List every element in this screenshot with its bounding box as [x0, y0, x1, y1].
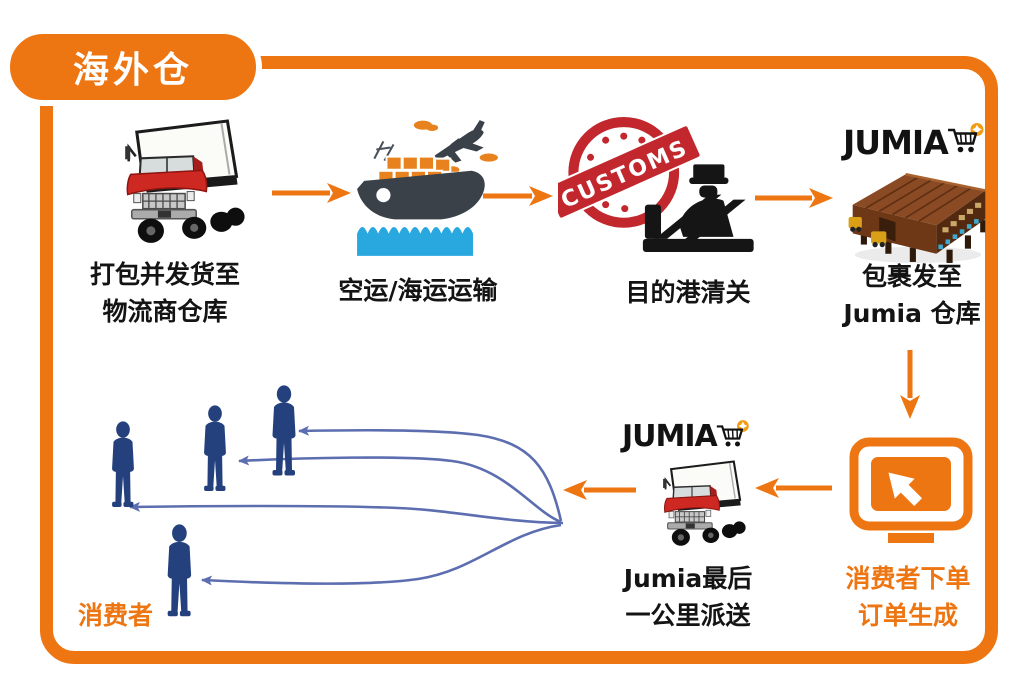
caption-line: 包裹发至: [861, 262, 962, 291]
caption-line: 打包并发货至: [89, 260, 240, 289]
caption-line: 目的港清关: [625, 278, 751, 307]
border-frame: [40, 56, 998, 664]
caption-line: Jumia最后: [623, 564, 753, 593]
page-title: 海外仓: [72, 50, 193, 91]
step-caption-lastmile: Jumia最后 一公里派送: [588, 560, 788, 634]
consumers-label: 消费者: [78, 601, 154, 630]
step-caption-pack: 打包并发货至 物流商仓库: [65, 256, 265, 330]
step-caption-order: 消费者下单 订单生成: [808, 560, 1008, 634]
caption-line: 订单生成: [857, 601, 958, 630]
jumia-brand-text: JUMIA: [622, 419, 718, 454]
caption-line: 物流商仓库: [102, 297, 228, 326]
caption-line: 一公里派送: [625, 601, 751, 630]
caption-line: 消费者下单: [845, 564, 971, 593]
header-badge: 海外仓: [4, 28, 262, 106]
cart-icon: [946, 122, 985, 154]
step-caption-transport: 空运/海运运输: [318, 272, 518, 309]
jumia-brand-text: JUMIA: [843, 123, 949, 162]
caption-line: 空运/海运运输: [338, 276, 498, 305]
cart-icon: [715, 419, 750, 448]
jumia-logo: JUMIA: [843, 122, 986, 162]
jumia-logo: JUMIA: [622, 419, 751, 454]
step-caption-customs: 目的港清关: [588, 274, 788, 311]
step-caption-warehouse: 包裹发至 Jumia 仓库: [812, 258, 1012, 332]
caption-line: Jumia 仓库: [843, 299, 981, 328]
